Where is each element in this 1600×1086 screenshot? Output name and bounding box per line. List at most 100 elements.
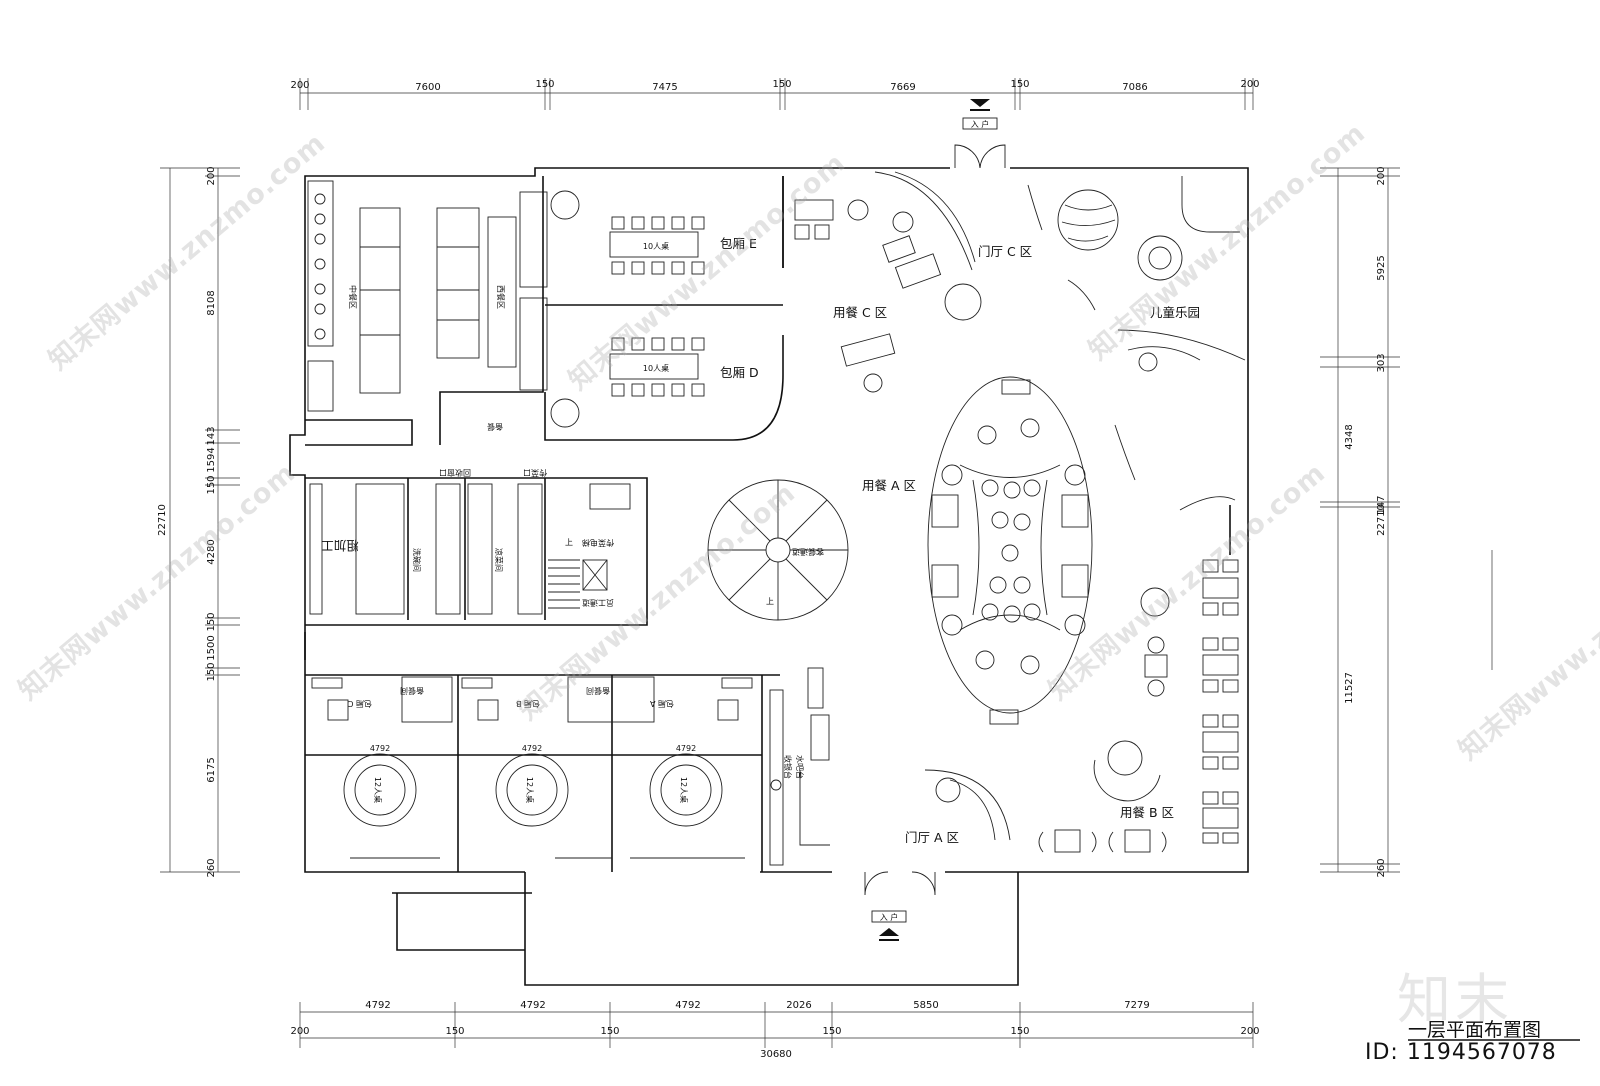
right-total-dim: 22710 bbox=[1376, 504, 1387, 536]
staff-channel-label: 员工通道 bbox=[582, 598, 614, 608]
left-dim-7: 150 bbox=[206, 612, 217, 631]
bottom-dim-7: 200 bbox=[290, 1026, 309, 1037]
drawing-id: ID: 1194567078 bbox=[1365, 1040, 1557, 1065]
bottom-dim-6: 7279 bbox=[1124, 1000, 1149, 1011]
top-dim-6: 7669 bbox=[890, 82, 915, 93]
lift-label: 传菜电梯 bbox=[582, 538, 614, 548]
top-dim-3: 150 bbox=[535, 79, 554, 90]
cashier-label: 收银台 bbox=[783, 755, 793, 779]
dining-b-label: 用餐 B 区 bbox=[1120, 805, 1174, 820]
left-dim-2: 8108 bbox=[206, 290, 217, 315]
kitchen-stair bbox=[548, 559, 580, 609]
bottom-dim-12: 200 bbox=[1240, 1026, 1259, 1037]
left-total-dim: 22710 bbox=[157, 504, 168, 536]
left-dim-8: 1500 bbox=[206, 635, 217, 660]
guest-channel-label: 客餐通道 bbox=[792, 547, 824, 557]
right-dim-6: 11527 bbox=[1344, 672, 1355, 704]
bottom-dim-9: 150 bbox=[600, 1026, 619, 1037]
right-dim-2: 5925 bbox=[1376, 255, 1387, 280]
top-dim-2: 7600 bbox=[415, 82, 440, 93]
drawing-title: 一层平面布置图 bbox=[1408, 1019, 1542, 1041]
bottom-dim-10: 150 bbox=[822, 1026, 841, 1037]
bottom-dimension-line: 4792 4792 4792 2026 5850 7279 200 150 15… bbox=[290, 1000, 1259, 1060]
kids-playground-label: 儿童乐园 bbox=[1150, 305, 1200, 320]
right-dim-3: 303 bbox=[1376, 353, 1387, 372]
top-dim-4: 7475 bbox=[652, 82, 677, 93]
top-entrance: 入 户 bbox=[954, 99, 1006, 169]
top-entrance-label: 入 户 bbox=[971, 119, 990, 129]
room-b-label: 包厢 B bbox=[516, 699, 540, 709]
private-room-e-label: 包厢 E bbox=[720, 236, 757, 251]
lobby-a-area: 门厅 A 区 入 户 bbox=[864, 769, 1011, 941]
table12-label-c: 12人桌 bbox=[373, 777, 383, 803]
right-dim-7: 260 bbox=[1376, 858, 1387, 877]
left-dim-9: 150 bbox=[206, 662, 217, 681]
dining-a-area: 用餐 A 区 bbox=[862, 376, 1093, 725]
right-dim-5: 147 bbox=[1376, 495, 1387, 514]
bottom-dim-11: 150 bbox=[1010, 1026, 1029, 1037]
kitchen-area: 中餐区 西餐区 备餐 粗加工 洗碗间 凉菜间 回收窗口 传菜口 传菜电梯 员工通… bbox=[304, 176, 648, 660]
bottom-dim-2: 4792 bbox=[520, 1000, 545, 1011]
bottom-dim-3: 4792 bbox=[675, 1000, 700, 1011]
hot-kitchen-label: 中餐区 bbox=[348, 285, 358, 309]
return-window-label: 回收窗口 bbox=[439, 468, 471, 478]
cold-dish-label: 凉菜间 bbox=[494, 548, 504, 572]
bottom-total-dim: 30680 bbox=[760, 1049, 792, 1060]
pantry-label-1: 备餐间 bbox=[400, 686, 424, 696]
table12-label-b: 12人桌 bbox=[525, 777, 535, 803]
private-room-d-label: 包厢 D bbox=[720, 365, 759, 380]
left-dim-6: 4280 bbox=[206, 539, 217, 564]
west-kitchen-label: 西餐区 bbox=[496, 285, 505, 309]
room-c-label: 包厢 C bbox=[347, 699, 372, 709]
bottom-dim-1: 4792 bbox=[365, 1000, 390, 1011]
right-dimension-line: 200 5925 303 4348 147 11527 260 22710 bbox=[1320, 166, 1400, 878]
brand-logo: 知末 bbox=[1397, 968, 1513, 1031]
top-dim-1: 200 bbox=[290, 80, 309, 91]
bottom-dim-4: 2026 bbox=[786, 1000, 811, 1011]
prep-label: 备餐 bbox=[487, 422, 503, 432]
pass-window-label: 传菜口 bbox=[523, 468, 547, 478]
left-dim-10: 6175 bbox=[206, 757, 217, 782]
left-dim-1: 200 bbox=[206, 166, 217, 185]
top-dim-5: 150 bbox=[772, 79, 791, 90]
private-rooms-north: 10人桌 10人桌 包厢 E 包厢 D bbox=[544, 176, 784, 441]
top-dimension-line: 200 7600 150 7475 150 7669 150 7086 200 bbox=[290, 78, 1260, 110]
bottom-entrance-label: 入 户 bbox=[880, 912, 899, 922]
dining-b-area: 用餐 B 区 bbox=[1038, 496, 1239, 853]
left-dimension-line: 200 8108 143 1594 150 4280 150 1500 150 … bbox=[157, 166, 240, 878]
dim-4792-a: 4792 bbox=[676, 744, 696, 753]
top-dim-7: 150 bbox=[1010, 79, 1029, 90]
dining-c-area: 用餐 C 区 门厅 C 区 bbox=[794, 171, 1032, 393]
kids-playground: 儿童乐园 bbox=[1027, 176, 1246, 481]
left-dim-4: 1594 bbox=[206, 447, 217, 472]
top-dim-9: 200 bbox=[1240, 79, 1259, 90]
dim-4792-b: 4792 bbox=[522, 744, 542, 753]
spiral-staircase: 客餐通道 上 bbox=[707, 479, 849, 621]
bottom-dim-5: 5850 bbox=[913, 1000, 938, 1011]
decorative-trees-a bbox=[941, 464, 1086, 636]
lobby-c-label: 门厅 C 区 bbox=[978, 244, 1032, 259]
top-dim-8: 7086 bbox=[1122, 82, 1147, 93]
left-dim-5: 150 bbox=[206, 475, 217, 494]
pantry-label-2: 备餐间 bbox=[586, 686, 610, 696]
up-label-stair: 上 bbox=[766, 597, 774, 606]
right-dim-4: 4348 bbox=[1344, 424, 1355, 449]
bottom-dim-8: 150 bbox=[445, 1026, 464, 1037]
rough-processing-label: 粗加工 bbox=[321, 538, 359, 553]
dining-a-label: 用餐 A 区 bbox=[862, 478, 916, 493]
table12-label-a: 12人桌 bbox=[679, 777, 689, 803]
dining-c-label: 用餐 C 区 bbox=[833, 305, 887, 320]
up-label-kitchen: 上 bbox=[565, 538, 573, 547]
left-dim-11: 260 bbox=[206, 858, 217, 877]
cashier-bar: 收银台 水吧台 bbox=[769, 667, 830, 866]
private-rooms-south: 12人桌 12人桌 12人桌 4792 4792 4792 包厢 C 包厢 B … bbox=[305, 674, 780, 872]
lobby-a-label: 门厅 A 区 bbox=[905, 830, 959, 845]
exterior-walls bbox=[289, 167, 1249, 986]
wash-room-label: 洗碗间 bbox=[412, 548, 422, 572]
table10-label-d: 10人桌 bbox=[643, 363, 669, 373]
table10-label-e: 10人桌 bbox=[643, 241, 669, 251]
water-bar-label: 水吧台 bbox=[795, 755, 805, 779]
right-dim-1: 200 bbox=[1376, 166, 1387, 185]
room-a-label: 包厢 A bbox=[649, 699, 674, 709]
